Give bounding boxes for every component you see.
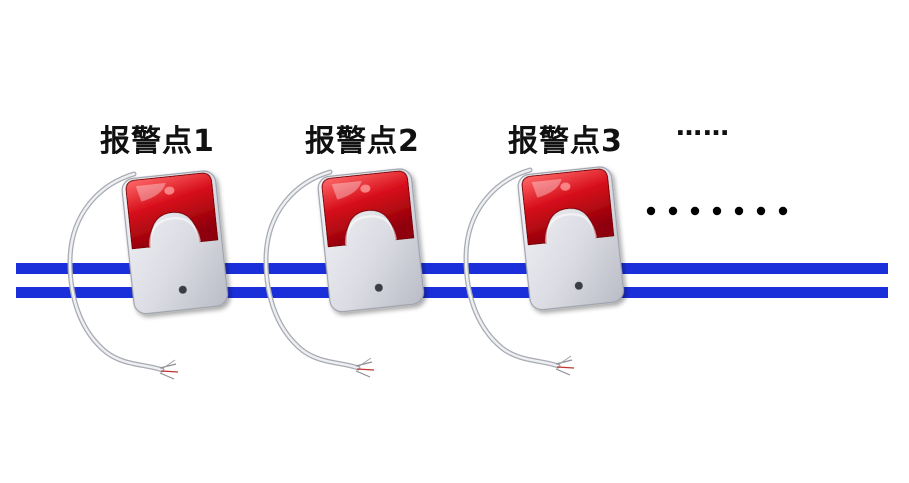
alarm-point-label-2: 报警点2 <box>305 124 420 159</box>
ellipsis-label: …… <box>676 112 730 142</box>
strobe-siren-icon <box>70 170 229 379</box>
cable-line-top <box>16 263 888 274</box>
cable-line-bottom <box>16 287 888 298</box>
alarm-point-label-3: 报警点3 <box>508 124 623 159</box>
alarm-point-label-1: 报警点1 <box>100 124 215 159</box>
continuation-dots <box>646 206 788 216</box>
